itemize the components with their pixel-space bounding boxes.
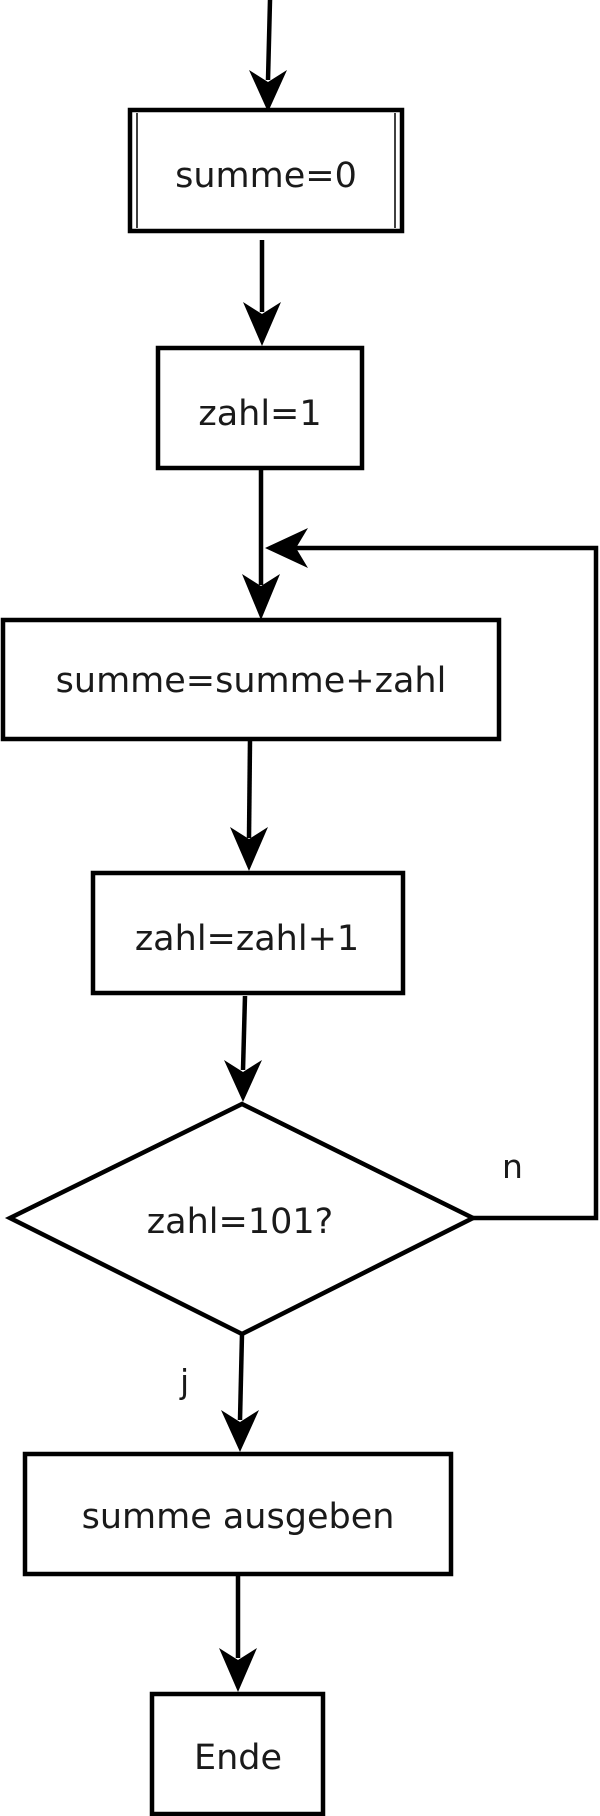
node-end: Ende [149,1691,326,1816]
node-decision: zahl=101? [4,1101,479,1337]
arrow-add-to-increment [230,739,268,871]
arrow-init-sum-to-init-zahl [243,240,281,346]
arrow-output-to-end [219,1576,257,1692]
node-add-label: summe=summe+zahl [56,661,447,701]
arrow-increment-to-decision [224,995,262,1102]
branch-label-yes: j [179,1362,189,1401]
node-increment-label: zahl=zahl+1 [135,919,359,959]
node-output-label: summe ausgeben [82,1497,395,1537]
node-init-sum-label: summe=0 [175,156,357,196]
arrow-init-zahl-to-add [242,469,280,620]
entry-arrow [249,0,287,112]
node-decision-label: zahl=101? [147,1202,333,1242]
node-end-label: Ende [194,1738,282,1778]
node-init-zahl: zahl=1 [155,345,365,471]
node-increment: zahl=zahl+1 [90,870,406,996]
node-init-zahl-label: zahl=1 [198,394,321,434]
node-output: summe ausgeben [22,1451,454,1577]
node-add: summe=summe+zahl [0,617,502,742]
loop-back-arrow [265,528,599,1221]
branch-label-no: n [502,1147,523,1186]
node-init-sum: summe=0 [127,107,405,234]
arrow-decision-to-output [221,1333,259,1452]
